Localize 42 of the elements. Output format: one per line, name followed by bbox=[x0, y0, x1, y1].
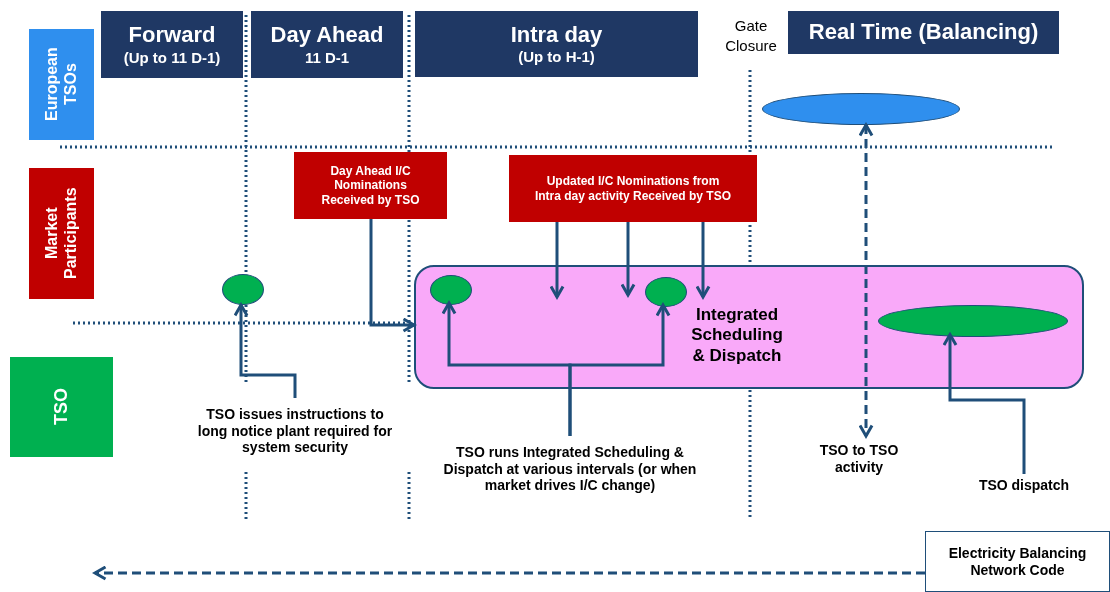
phase-header bbox=[788, 11, 1059, 54]
arrow bbox=[233, 303, 297, 398]
lane-label bbox=[10, 357, 113, 457]
box-text: Day Ahead I/C Nominations Received by TSO bbox=[320, 163, 421, 208]
dashed-arrow bbox=[93, 565, 925, 581]
arrow bbox=[620, 222, 636, 297]
phase-header bbox=[101, 11, 243, 78]
process-box bbox=[294, 152, 447, 219]
box-text: Market Participants bbox=[42, 186, 81, 282]
arrow bbox=[568, 303, 671, 436]
dashed-arrow bbox=[858, 123, 874, 438]
arrow bbox=[695, 222, 711, 299]
ellipse-shape bbox=[222, 274, 264, 305]
phase-header bbox=[251, 11, 403, 78]
phase-title: Intra day bbox=[510, 21, 603, 49]
lane-label bbox=[29, 29, 94, 140]
document-box bbox=[925, 531, 1110, 592]
phase-title: Forward bbox=[128, 22, 216, 49]
arrow bbox=[942, 333, 1026, 474]
annotation-text: TSO to TSO activity bbox=[818, 442, 900, 476]
process-box bbox=[509, 155, 757, 222]
annotation-text: TSO runs Integrated Scheduling & Dispatch at various intervals (or when market drives I/C change) bbox=[442, 443, 698, 495]
ellipse-shape bbox=[645, 277, 687, 307]
milestone-label: Gate Closure bbox=[724, 16, 778, 55]
annotation-text: TSO issues instructions to long notice plant required for system security bbox=[196, 405, 394, 457]
box-text: TSO bbox=[50, 388, 72, 426]
process-box bbox=[414, 265, 1084, 389]
box-text: Integrated Scheduling & Dispatch bbox=[690, 305, 784, 367]
ellipse-shape bbox=[430, 275, 472, 305]
box-text: European TSOs bbox=[42, 46, 81, 124]
box-text: Updated I/C Nominations from Intra day activity Received by TSO bbox=[533, 174, 733, 203]
phase-subtitle: (Up to 11 D-1) bbox=[123, 48, 221, 67]
phase-subtitle: (Up to H-1) bbox=[518, 48, 595, 67]
box-text: Real Time (Balancing) bbox=[808, 19, 1039, 46]
arrow bbox=[369, 219, 416, 333]
lane-label bbox=[29, 168, 94, 299]
phase-header bbox=[415, 11, 698, 77]
phase-subtitle: 11 D-1 bbox=[304, 48, 350, 67]
annotation-text: TSO dispatch bbox=[978, 476, 1070, 494]
phase-title: Day Ahead bbox=[270, 22, 384, 49]
arrow bbox=[549, 222, 565, 299]
box-text: Electricity Balancing Network Code bbox=[947, 544, 1088, 579]
